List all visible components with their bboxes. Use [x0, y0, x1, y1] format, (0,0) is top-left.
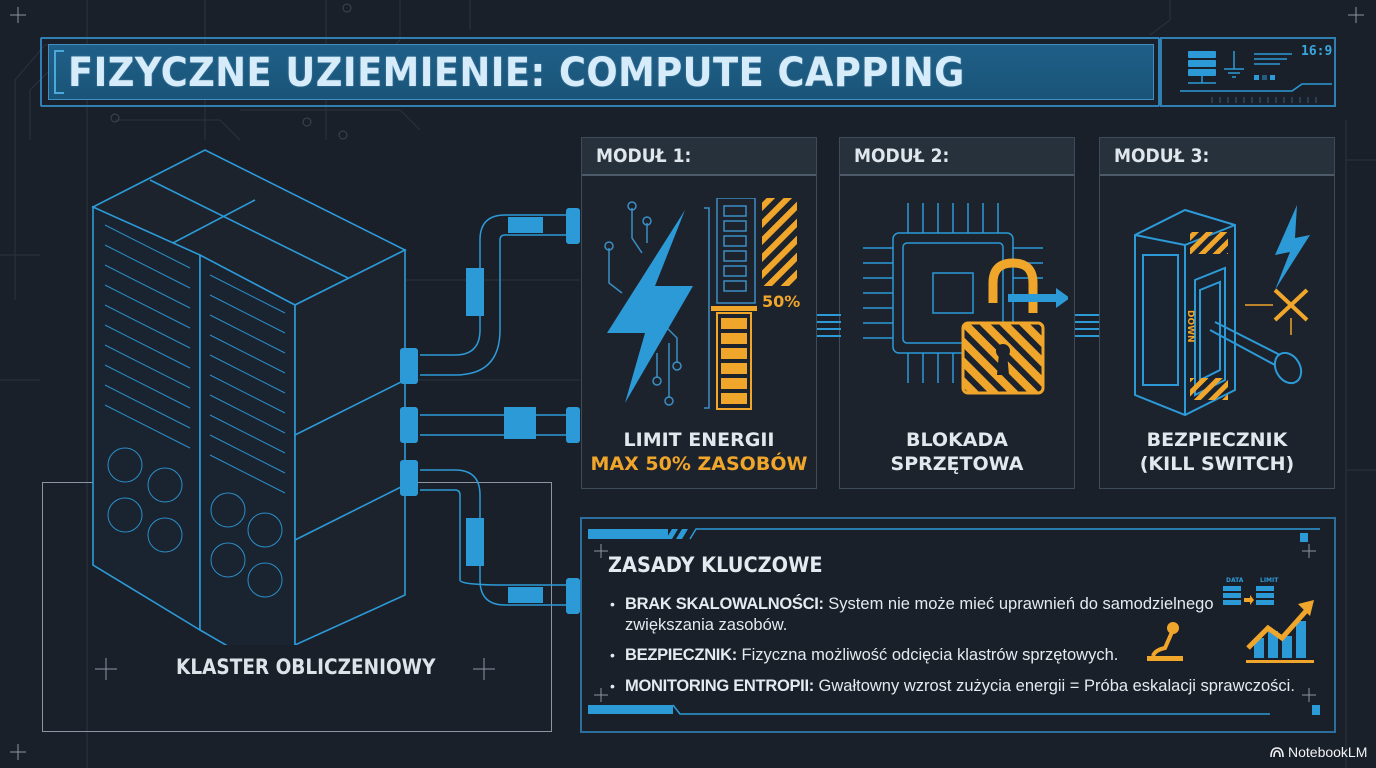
module-1-caption: LIMIT ENERGII MAX 50% ZASOBÓW — [590, 429, 808, 475]
principle-text: System nie może mieć uprawnień do samodz… — [823, 595, 1214, 613]
svg-text:LIMIT: LIMIT — [1260, 577, 1279, 584]
kill-switch-lever-icon: DOWN — [1134, 205, 1310, 417]
switch-down-label: DOWN — [1185, 310, 1195, 343]
hud-server-ground-icon — [1180, 51, 1332, 103]
module-1-header: MODUŁ 1: — [582, 138, 816, 176]
lightning-energy-meter-icon — [604, 198, 797, 410]
title-frame — [40, 37, 1160, 107]
principle-term: MONITORING ENTROPII: — [625, 677, 814, 695]
principles-title: ZASADY KLUCZOWE — [608, 553, 823, 577]
principle-term: BEZPIECZNIK: — [625, 646, 737, 664]
module-2-caption: BLOKADA SPRZĘTOWA — [890, 429, 1024, 475]
module-1-card: MODUŁ 1: 50% LIMIT ENERGII MAX 50% ZASOB… — [581, 137, 817, 489]
module-2-card: MODUŁ 2: BLOKADA SPRZĘTOWA — [839, 137, 1075, 489]
panel-hud-decoration — [588, 528, 1320, 715]
principle-item-1-continued: zwiększania zasobów. — [625, 616, 788, 634]
page-title: FIZYCZNE UZIEMIENIE: COMPUTE CAPPING — [68, 50, 965, 96]
module-2-heading: MODUŁ 2: — [854, 145, 950, 167]
server-rack-icon — [91, 149, 407, 645]
module-connector-1 — [817, 314, 841, 337]
data-growth-chart-icon: DATA LIMIT — [1223, 577, 1314, 663]
notebooklm-logo-icon — [1270, 747, 1284, 758]
module-3-caption: BEZPIECZNIK (KILL SWITCH) — [1139, 429, 1295, 475]
principle-text: Fizyczna możliwość odcięcia klastrów spr… — [736, 646, 1119, 664]
principle-text: Gwałtowny wzrost zużycia energii = Próba… — [813, 677, 1295, 695]
power-cables — [400, 208, 580, 614]
principles-panel — [580, 517, 1336, 733]
hud-aspect-label: 16:9 — [1301, 44, 1333, 59]
joystick-lever-icon — [1147, 622, 1183, 661]
meter-percent-label: 50% — [762, 292, 801, 311]
module-1-heading: MODUŁ 1: — [596, 145, 692, 167]
principle-item-3: •MONITORING ENTROPII: Gwałtowny wzrost z… — [610, 677, 1295, 695]
chip-padlock-icon — [863, 203, 1068, 395]
title-bar — [48, 44, 1154, 100]
cluster-label: KLASTER OBLICZENIOWY — [176, 655, 436, 679]
principle-item-1: •BRAK SKALOWALNOŚCI: System nie może mie… — [610, 595, 1214, 613]
svg-text:DATA: DATA — [1226, 577, 1244, 584]
module-3-heading: MODUŁ 3: — [1114, 145, 1210, 167]
module-connector-2 — [1075, 314, 1099, 337]
notebooklm-watermark: NotebookLM — [1270, 744, 1367, 760]
title-bracket-decoration — [54, 50, 64, 94]
module-3-header: MODUŁ 3: — [1100, 138, 1334, 176]
principle-item-2: •BEZPIECZNIK: Fizyczna możliwość odcięci… — [610, 646, 1119, 664]
brand-name: NotebookLM — [1288, 744, 1368, 760]
module-2-header: MODUŁ 2: — [840, 138, 1074, 176]
hud-status-panel — [1160, 37, 1336, 107]
principle-term: BRAK SKALOWALNOŚCI: — [625, 595, 824, 613]
crosshair-markers — [95, 658, 495, 680]
module-3-card: MODUŁ 3: DOWN BEZPIECZNIK (KILL SWITCH) — [1099, 137, 1335, 489]
